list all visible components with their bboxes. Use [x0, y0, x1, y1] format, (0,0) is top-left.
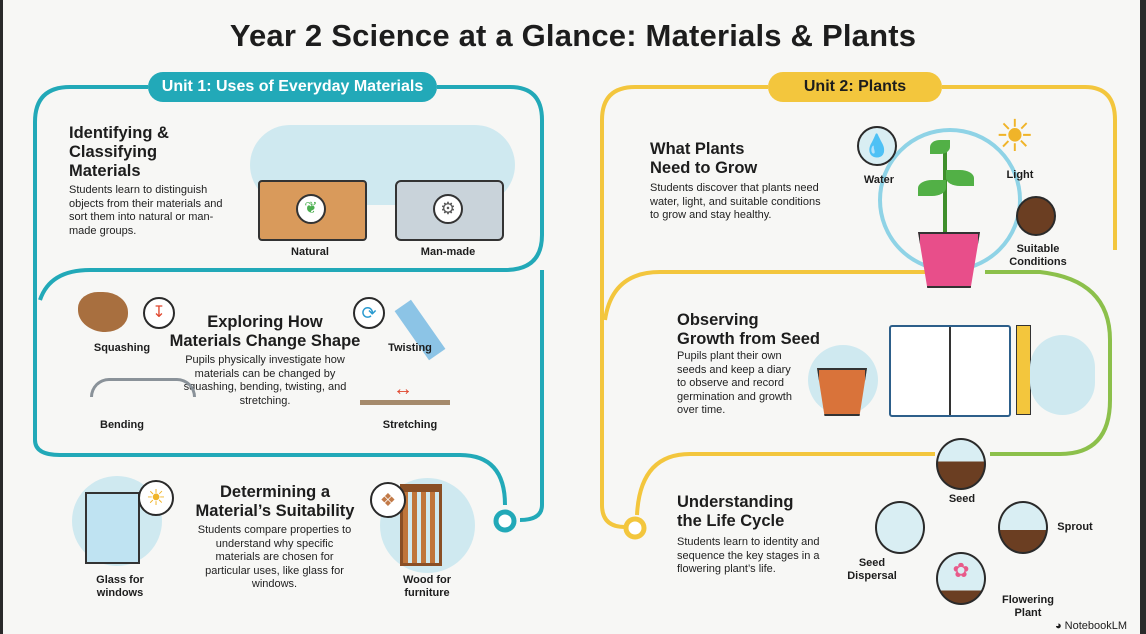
flower-pot-icon [918, 232, 980, 288]
seed-pot-icon [817, 368, 867, 416]
label-line: Glass for [96, 574, 144, 586]
stretching-icon [360, 400, 450, 405]
down-arrow-icon: ↧ [143, 297, 175, 329]
determining-description: Students compare properties to understan… [197, 524, 352, 590]
man-made-label: Man-made [420, 246, 476, 258]
flowering-plant-stage-icon: ✿ [936, 552, 986, 605]
bending-icon [90, 378, 196, 397]
natural-label: Natural [291, 246, 329, 258]
heading-line: the Life Cycle [677, 512, 785, 530]
rotate-icon: ⟳ [353, 297, 385, 329]
unit1-badge: Unit 1: Uses of Everyday Materials [148, 72, 437, 102]
sprout-stage-icon [998, 501, 1048, 554]
brand-label: NotebookLM [1064, 620, 1128, 632]
page-title: Year 2 Science at a Glance: Materials & … [229, 18, 917, 53]
heading-line: Determining a [219, 483, 331, 501]
exploring-heading: Exploring How Materials Change Shape [160, 313, 370, 351]
squashing-label: Squashing [93, 342, 151, 354]
observing-description: Pupils plant their own seeds and keep a … [677, 350, 792, 416]
screen-edge-right [1140, 0, 1146, 634]
label-line: Plant [1014, 607, 1042, 619]
stretch-arrow-icon: ↔ [393, 378, 413, 400]
exploring-description: Pupils physically investigate how materi… [183, 354, 347, 407]
heading-line: Exploring How [207, 313, 323, 331]
plant-icon [918, 140, 974, 235]
heading-line: What Plants [650, 140, 745, 158]
bending-label: Bending [100, 419, 144, 431]
observing-heading: Observing Growth from Seed [677, 311, 820, 349]
identifying-description: Students learn to distinguish objects fr… [69, 184, 223, 237]
sun-icon: ☀ [995, 112, 1035, 161]
heading-line: Material’s Suitability [195, 502, 355, 520]
window-icon [85, 492, 140, 564]
label-line: Flowering [1002, 594, 1054, 606]
water-drop-icon: 💧 [857, 126, 897, 166]
label-line: Dispersal [847, 570, 897, 582]
label-line: windows [96, 587, 144, 599]
squashing-icon [78, 292, 128, 332]
heading-line: Understanding [677, 493, 794, 511]
diary-icon [889, 325, 1011, 417]
ruler-icon [1016, 325, 1031, 415]
heading-line: Need to Grow [650, 159, 758, 177]
label-line: Suitable [1016, 243, 1060, 255]
label-line: Conditions [1009, 256, 1067, 268]
needs-heading: What Plants Need to Grow [650, 140, 757, 178]
heading-line: Observing [677, 311, 759, 329]
notebooklm-logo-icon: ◕ [1055, 620, 1062, 632]
leaf-icon: ❦ [296, 194, 326, 224]
seed-label: Seed [948, 493, 976, 505]
sun-icon: ☀ [138, 480, 174, 516]
heading-line: Materials [69, 162, 141, 180]
seedling-icon [1030, 335, 1095, 415]
identifying-heading: Identifying & Classifying Materials [69, 124, 169, 181]
determining-heading: Determining a Material’s Suitability [175, 483, 375, 521]
label-line: Seed [858, 557, 886, 569]
seed-dispersal-stage-icon [875, 501, 925, 554]
seed-stage-icon [936, 438, 986, 490]
twisting-label: Twisting [388, 342, 432, 354]
soil-icon [1016, 196, 1056, 236]
lifecycle-heading: Understanding the Life Cycle [677, 493, 793, 531]
screen-edge-left [0, 0, 3, 634]
notebooklm-watermark: ◕ NotebookLM [1055, 620, 1127, 632]
chair-icon [400, 484, 442, 566]
needs-description: Students discover that plants need water… [650, 182, 821, 221]
stretching-label: Stretching [382, 419, 438, 431]
heading-line: Identifying & [69, 124, 169, 142]
water-label: Water [863, 174, 895, 186]
muscle-icon: ❖ [370, 482, 406, 518]
gear-icon: ⚙ [433, 194, 463, 224]
label-line: Wood for [402, 574, 452, 586]
sprout-label: Sprout [1057, 521, 1093, 533]
light-label: Light [1006, 169, 1034, 181]
lifecycle-description: Students learn to identity and sequence … [677, 536, 820, 575]
heading-line: Classifying [69, 143, 158, 161]
heading-line: Growth from Seed [677, 330, 821, 348]
unit2-badge: Unit 2: Plants [768, 72, 942, 102]
label-line: furniture [404, 587, 450, 599]
heading-line: Materials Change Shape [169, 332, 361, 350]
